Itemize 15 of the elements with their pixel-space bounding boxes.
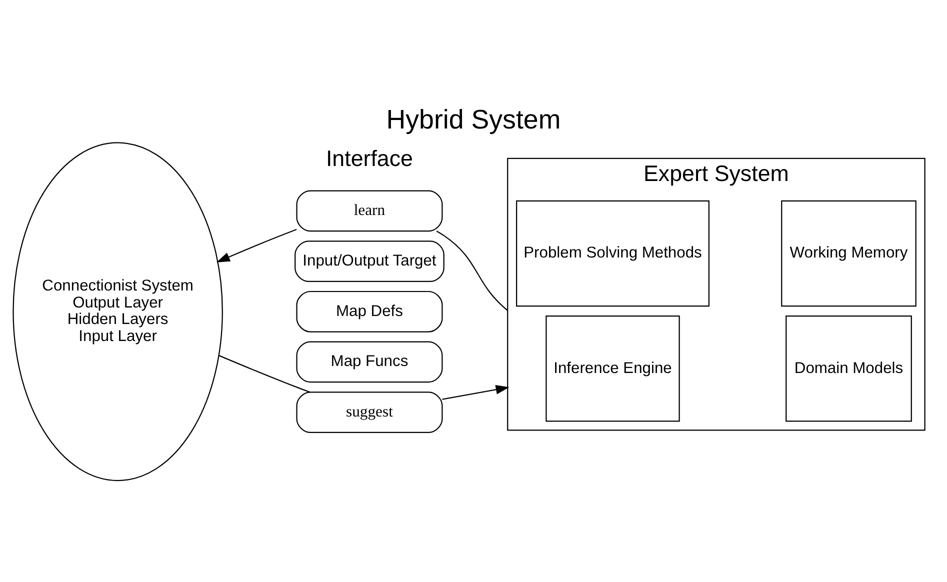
node-box: suggest — [296, 391, 443, 432]
node-box: Map Defs — [296, 290, 443, 332]
node-box: Input/Output Target — [294, 240, 444, 282]
node-box: Domain Models — [786, 315, 912, 422]
arrow — [442, 384, 510, 400]
node-box: learn — [296, 190, 443, 232]
node-box: Problem Solving Methods — [516, 200, 710, 306]
node-box: Working Memory — [781, 200, 916, 306]
arrow — [216, 228, 297, 262]
node-ellipse: Connectionist System Output Layer Hidden Layers Input Layer — [12, 142, 223, 481]
node-box: Map Funcs — [296, 340, 443, 382]
node-box: Inference Engine — [546, 315, 680, 422]
diagram-title: Hybrid System — [386, 104, 561, 134]
label: Interface — [326, 146, 413, 171]
connector — [436, 230, 508, 310]
